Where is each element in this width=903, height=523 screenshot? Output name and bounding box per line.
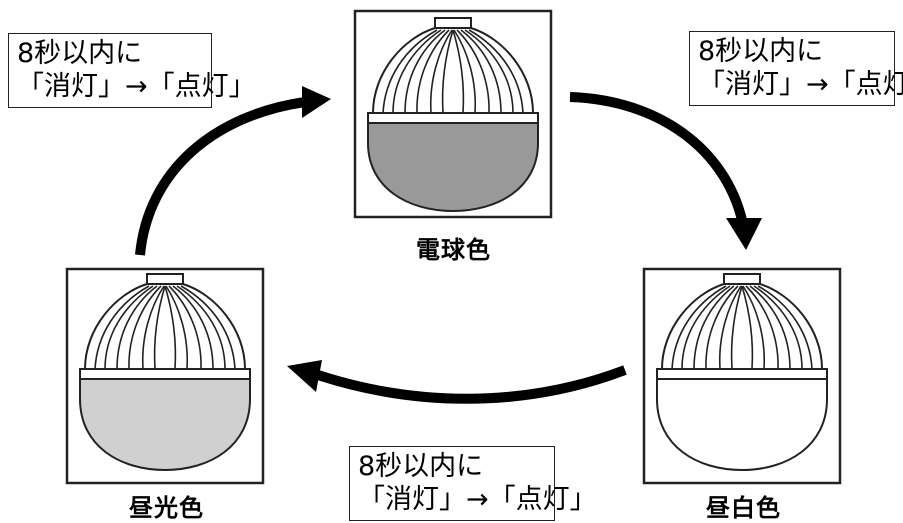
arrow-head-daylight-to-warm xyxy=(302,86,331,118)
bulb-label-neutral: 昼白色 xyxy=(706,494,781,522)
led-bulb-icon xyxy=(367,17,539,213)
note-line-2: 「消灯」→「点灯」 xyxy=(17,71,256,102)
instruction-note: 8秒以内に 「消灯」→「点灯」 xyxy=(689,31,903,106)
note-line-2: 「消灯」→「点灯」 xyxy=(698,69,903,100)
arrow-neutral-to-daylight xyxy=(316,365,627,404)
bulb-panel-neutral xyxy=(642,267,842,485)
instruction-note: 8秒以内に 「消灯」→「点灯」 xyxy=(8,33,256,108)
arrow-warm-to-neutral xyxy=(569,92,747,222)
note-line-2: 「消灯」→「点灯」 xyxy=(358,484,597,515)
bulb-panel-daylight xyxy=(65,267,265,485)
note-line-1: 8秒以内に xyxy=(17,38,143,69)
bulb-panel-warm xyxy=(353,9,553,219)
arrow-head-warm-to-neutral xyxy=(726,218,762,250)
bulb-label-daylight: 昼光色 xyxy=(129,494,204,522)
instruction-note: 8秒以内に 「消灯」→「点灯」 xyxy=(349,446,597,521)
led-bulb-icon xyxy=(79,273,251,472)
arrow-head-neutral-to-daylight xyxy=(287,360,322,392)
note-line-1: 8秒以内に xyxy=(698,36,824,67)
cycle-arrow-icon xyxy=(135,86,762,404)
bulb-label-warm: 電球色 xyxy=(416,236,491,264)
led-bulb-icon xyxy=(656,273,828,472)
arrow-daylight-to-warm xyxy=(135,97,306,256)
note-line-1: 8秒以内に xyxy=(358,451,484,482)
